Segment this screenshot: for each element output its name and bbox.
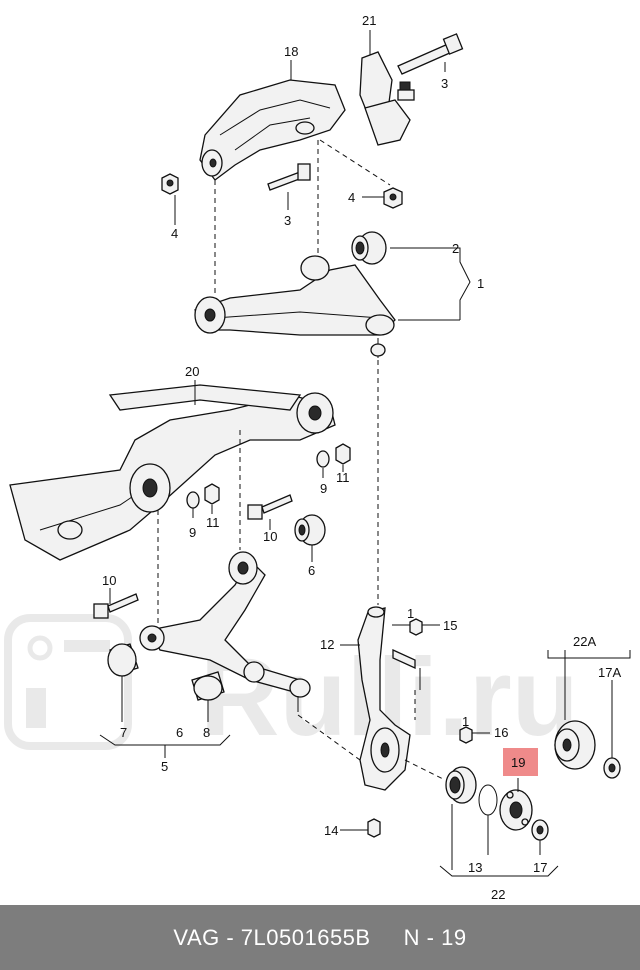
callout-14: 14 — [324, 823, 338, 838]
part-19-wheel-hub — [499, 789, 533, 831]
nut-15 — [409, 618, 423, 636]
footer-spacer — [371, 925, 404, 951]
part-17a-hub-nut — [603, 757, 621, 779]
callout-16: 16 — [494, 725, 508, 740]
part-22a-hub-assembly — [554, 720, 596, 770]
nut-11-upper — [335, 443, 351, 465]
part-5-lower-arm — [139, 551, 311, 712]
callout-1-knuckle: 1 — [407, 606, 414, 621]
callout-9-lower: 9 — [189, 525, 196, 540]
assembly-lines — [157, 139, 446, 781]
part-2-bushing — [351, 231, 387, 265]
washer-9-lower — [186, 491, 200, 509]
washer-9-upper — [316, 450, 330, 468]
part-17-hub-nut — [531, 819, 549, 841]
part-22-bearing — [445, 766, 477, 804]
footer-part-number: VAG - 7L0501655B — [173, 924, 371, 950]
callout-12: 12 — [320, 637, 334, 652]
part-8-bushing — [191, 671, 225, 701]
nut-4-right — [383, 187, 403, 209]
callout-4-right: 4 — [348, 190, 355, 205]
callout-9-upper: 9 — [320, 481, 327, 496]
tie-rod-stud — [392, 648, 421, 690]
callout-10-upper: 10 — [263, 529, 277, 544]
callout-11-lower: 11 — [206, 515, 220, 530]
part-21-sensor-bracket — [359, 51, 415, 146]
callout-3-top: 3 — [441, 76, 448, 91]
callout-17a: 17A — [598, 665, 621, 680]
nut-4-left — [161, 173, 179, 195]
footer-bar: VAG - 7L0501655B N - 19 — [0, 905, 640, 970]
callout-13: 13 — [468, 860, 482, 875]
callout-15: 15 — [443, 618, 457, 633]
callout-11-upper: 11 — [336, 470, 350, 485]
bolt-10-lower — [93, 593, 139, 619]
callout-21: 21 — [362, 13, 376, 28]
exploded-suspension-diagram: Rulli.ru — [4, 13, 631, 902]
leader-lines — [99, 30, 631, 877]
part-6-bushing-upper — [294, 514, 326, 546]
highlight-box — [503, 748, 538, 776]
callout-5: 5 — [161, 759, 168, 774]
callout-3-middle: 3 — [284, 213, 291, 228]
callout-10-lower: 10 — [102, 573, 116, 588]
nut-11-lower — [204, 483, 220, 505]
part-12-knuckle — [357, 606, 411, 791]
footer-page: N - 19 — [403, 924, 467, 950]
callout-2: 2 — [452, 241, 459, 256]
callout-1-lower: 1 — [462, 714, 469, 729]
part-7-bushing — [107, 643, 139, 677]
callout-4-left: 4 — [171, 226, 178, 241]
callout-1: 1 — [477, 276, 484, 291]
callout-17: 17 — [533, 860, 547, 875]
bolt-3-top — [397, 33, 464, 75]
callout-20: 20 — [185, 364, 199, 379]
callout-19: 19 — [511, 755, 525, 770]
callout-18: 18 — [284, 44, 298, 59]
bolt-10-upper — [247, 494, 293, 520]
callout-6-lower: 6 — [176, 725, 183, 740]
part-1-upper-arm — [193, 255, 396, 358]
callout-7: 7 — [120, 725, 127, 740]
callout-22: 22 — [491, 887, 505, 902]
callout-6-upper: 6 — [308, 563, 315, 578]
callout-22a: 22A — [573, 634, 596, 649]
part-20-subframe — [9, 384, 336, 561]
part-13-circlip — [478, 784, 498, 816]
part-18-upper-bracket — [199, 79, 346, 181]
callout-8: 8 — [203, 725, 210, 740]
nut-14 — [367, 818, 381, 838]
callout-labels: 21 18 3 4 4 3 2 1 20 9 11 11 9 10 6 10 7… — [102, 13, 621, 902]
nut-16 — [459, 726, 473, 744]
bolt-3-middle — [267, 163, 311, 191]
